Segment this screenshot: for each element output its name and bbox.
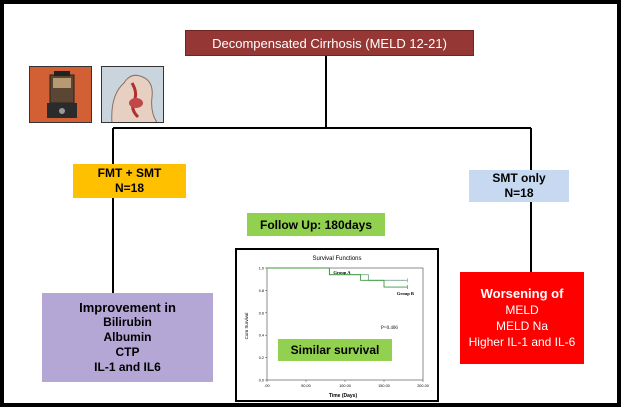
fmt-smt-arm-box: FMT + SMT N=18 [73,164,186,198]
improvement-item: CTP [115,345,140,359]
series-label: Group A [333,270,351,275]
y-axis-label: Cum Survival [244,313,249,340]
title-box: Decompensated Cirrhosis (MELD 12-21) [185,30,474,56]
smt-only-arm-box: SMT only N=18 [469,170,569,202]
follow-up-text: Follow Up: 180days [259,217,373,232]
fmt-arm-count: N=18 [114,181,145,195]
similar-survival-text: Similar survival [290,343,380,357]
y-tick-label: 0.4 [259,334,264,338]
fmt-arm-label: FMT + SMT [97,166,162,180]
x-axis-label: Time (Days) [329,393,358,399]
smt-arm-label: SMT only [492,171,546,185]
worsening-item: MELD Na [495,319,548,333]
worsening-box: Worsening of MELD MELD Na Higher IL-1 an… [460,272,584,364]
x-tick-label: 100.00 [339,384,351,388]
improvement-heading: Improvement in [79,300,176,315]
worsening-item: Higher IL-1 and IL-6 [468,335,576,349]
chart-title: Survival Functions [312,256,361,262]
x-tick-label: 150.00 [378,384,390,388]
blender-icon [29,66,92,123]
worsening-heading: Worsening of [480,286,564,301]
series-label: Group B [397,291,414,296]
x-tick-label: .00 [264,384,269,388]
p-value-annotation: P=0.406 [381,326,398,331]
title-text: Decompensated Cirrhosis (MELD 12-21) [212,35,447,51]
worsening-item: MELD [505,303,539,317]
improvement-item: IL-1 and IL6 [94,360,161,374]
similar-survival-box: Similar survival [278,339,392,361]
improvement-box: Improvement in Bilirubin Albumin CTP IL-… [42,293,213,382]
y-tick-label: 1.0 [259,267,264,271]
y-tick-label: 0.0 [259,379,264,383]
y-tick-label: 0.8 [259,289,264,293]
digestive-tract-icon [101,66,164,123]
survival-series-line [267,267,408,288]
smt-arm-count: N=18 [504,186,534,200]
x-tick-label: 50.00 [301,384,311,388]
plot-area [266,267,424,381]
connector-lines [112,52,532,293]
diagram-canvas: Decompensated Cirrhosis (MELD 12-21) FMT… [4,4,617,403]
y-tick-label: 0.6 [259,311,264,315]
improvement-item: Albumin [103,330,152,344]
x-tick-label: 200.00 [417,384,429,388]
survival-chart-frame: Survival Functions Cum Survival Time (Da… [235,248,439,402]
survival-chart: Survival Functions Cum Survival Time (Da… [244,256,429,399]
improvement-item: Bilirubin [103,315,152,329]
y-tick-label: 0.2 [259,356,264,360]
follow-up-box: Follow Up: 180days [247,213,385,236]
